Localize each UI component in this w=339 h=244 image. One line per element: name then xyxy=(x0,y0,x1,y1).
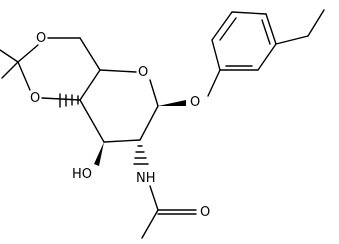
wedge-bond-c3 xyxy=(94,142,104,166)
acetamide-group xyxy=(141,185,197,239)
pyranose-ring xyxy=(79,69,159,143)
aryl-ring xyxy=(207,11,277,97)
atom-label-carbonyl-oxygen: O xyxy=(200,205,210,220)
wedge-bond-c1 xyxy=(158,100,186,106)
gem-dimethyl xyxy=(0,49,19,79)
atom-label-ring-oxygen: O xyxy=(138,65,148,80)
atom-label-acetal-oxygen-bottom: O xyxy=(30,91,40,106)
atom-label-amide-nitrogen: NH xyxy=(136,171,156,186)
atom-label-hydroxyl: HO xyxy=(72,167,92,182)
ethyl-group xyxy=(275,9,325,45)
atom-label-aryl-ether-oxygen: O xyxy=(190,95,200,110)
hashed-bond-c4 xyxy=(59,93,79,108)
dioxane-ring xyxy=(17,37,101,101)
hashed-bond-c2 xyxy=(133,145,149,165)
atom-label-acetal-oxygen-top: O xyxy=(36,31,46,46)
